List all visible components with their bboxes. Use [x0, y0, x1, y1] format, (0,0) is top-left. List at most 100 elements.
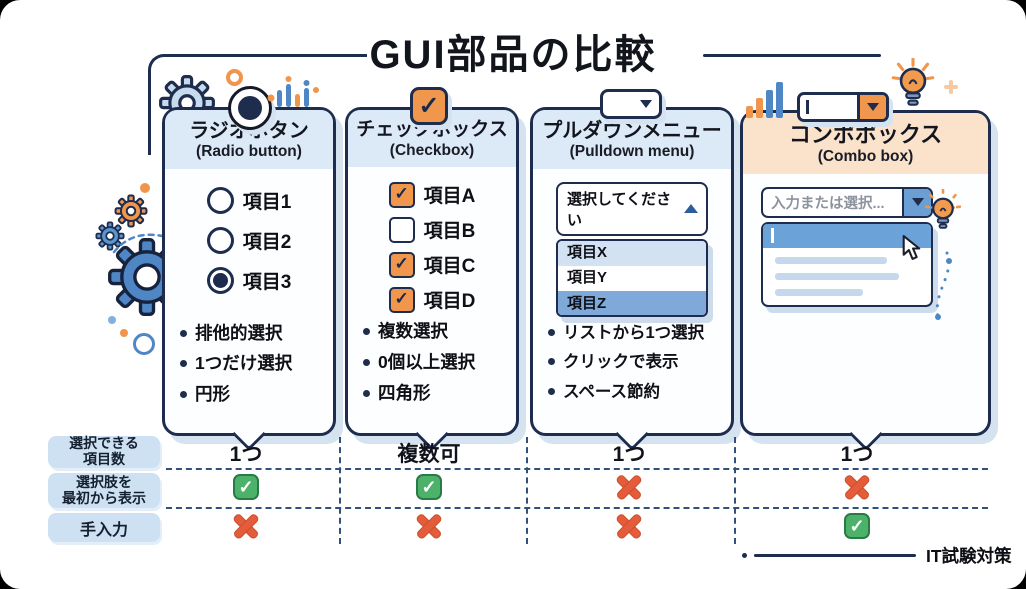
feature-list: リストから1つ選択 クリックで表示 スペース節約: [533, 317, 731, 403]
pulldown-widget: 選択してください 項目X 項目Y 項目Z 項目W: [533, 169, 731, 317]
table-cell: 1つ: [229, 443, 263, 466]
feature-list: 複数選択 0個以上選択 四角形: [348, 315, 516, 405]
list-item-skeleton[interactable]: [775, 288, 863, 296]
card-title-jp: チェックボックス: [356, 119, 508, 140]
feature-item: 0個以上選択: [363, 352, 508, 374]
table-cell: ✓: [176, 471, 316, 503]
card-title-jp: コンボボックス: [788, 122, 943, 147]
card-title-en: (Combo box): [817, 148, 914, 166]
checkbox-checked-icon[interactable]: [388, 286, 415, 313]
dashed-divider: [734, 437, 736, 544]
radio-option[interactable]: 項目2: [206, 226, 291, 254]
table-cell: [559, 510, 699, 542]
pulldown-option[interactable]: 項目Y: [567, 269, 608, 287]
row-label-selectable-count: 選択できる項目数: [48, 436, 160, 468]
table-cell: 複数可: [397, 443, 461, 466]
checkbox-option[interactable]: 項目A: [388, 181, 475, 208]
bullet-icon: [548, 328, 555, 336]
sparkle-icon: [944, 80, 958, 94]
radio-button-icon: [228, 86, 272, 130]
checkbox-option[interactable]: 項目B: [388, 216, 475, 243]
text-cursor-icon: [806, 100, 809, 114]
check-icon: ✓: [233, 474, 259, 500]
radio-icon[interactable]: [206, 226, 234, 254]
bullet-icon: [363, 328, 370, 336]
list-item-skeleton[interactable]: [775, 272, 899, 280]
ring-decoration: [133, 333, 155, 355]
table-cell: [359, 510, 499, 542]
card-title-en: (Checkbox): [389, 141, 475, 159]
table-cell: ✓: [359, 471, 499, 503]
cross-icon: [842, 472, 872, 502]
dotted-arc-decoration: [935, 251, 952, 320]
checkbox-unchecked-icon[interactable]: [388, 216, 415, 243]
bullet-icon: [180, 360, 187, 368]
feature-item: リストから1つ選択: [548, 323, 723, 344]
lightbulb-icon: [891, 58, 935, 106]
footer-credit: IT試験対策: [926, 546, 1012, 566]
pulldown-option[interactable]: 項目X: [558, 240, 706, 266]
radio-selected-icon[interactable]: [206, 266, 234, 294]
radio-option[interactable]: 項目1: [206, 186, 291, 214]
table-cell: [787, 471, 927, 503]
bullet-icon: [363, 359, 370, 367]
row-label-options-visible: 選択肢を最初から表示: [48, 473, 160, 508]
checkbox-checked-icon[interactable]: [388, 251, 415, 278]
combo-dropdown-button[interactable]: [902, 188, 931, 216]
feature-item: 1つだけ選択: [180, 353, 325, 375]
checkbox-checked-icon[interactable]: [388, 181, 415, 208]
lightbulb-icon: [924, 189, 962, 229]
bullet-icon: [548, 358, 555, 366]
gear-icon: [114, 194, 148, 228]
pulldown-icon: [600, 89, 662, 119]
card-header: コンボボックス (Combo box): [743, 113, 988, 174]
combo-placeholder: 入力または選択...: [771, 195, 885, 212]
checkbox-option[interactable]: 項目C: [388, 251, 475, 278]
bullet-icon: [180, 391, 187, 399]
list-item-skeleton[interactable]: [775, 256, 887, 264]
card-title-en: (Radio button): [196, 143, 302, 160]
gear-icon: [95, 221, 125, 251]
table-cell: [559, 471, 699, 503]
check-icon: ✓: [416, 474, 442, 500]
pulldown-option-list: 項目X 項目Y 項目Z 項目W: [556, 238, 708, 317]
feature-item: 複数選択: [363, 321, 508, 343]
table-cell: 1つ: [612, 443, 646, 466]
combo-widget: 入力または選択...: [743, 174, 988, 322]
dashed-divider: [166, 507, 988, 509]
title-bracket-left: [148, 54, 367, 155]
bullet-icon: [180, 329, 187, 337]
radio-option[interactable]: 項目3: [206, 266, 291, 294]
chevron-down-icon: [867, 103, 879, 111]
combo-input[interactable]: 入力または選択...: [761, 186, 933, 218]
radio-group: 項目1 項目2 項目3: [165, 169, 333, 317]
pulldown-select[interactable]: 選択してください: [556, 181, 708, 236]
cross-icon: [414, 511, 444, 541]
check-icon: ✓: [844, 513, 870, 539]
radio-icon[interactable]: [206, 186, 234, 214]
dot-decoration: [120, 329, 128, 337]
chevron-down-icon: [911, 198, 924, 207]
checkbox-option[interactable]: 項目D: [388, 286, 475, 313]
checkbox-group: 項目A 項目B 項目C 項目D: [348, 167, 516, 315]
cross-icon: [231, 511, 261, 541]
dashed-divider: [526, 437, 528, 544]
table-cell: [176, 510, 316, 542]
pulldown-option-selected[interactable]: 項目Z: [558, 291, 706, 315]
chevron-up-icon: [684, 204, 698, 214]
card-title-en: (Pulldown menu): [569, 143, 695, 160]
footer-line: [754, 554, 916, 557]
row-label-manual-input: 手入力: [48, 513, 160, 542]
feature-item: クリックで表示: [548, 352, 723, 373]
dot-decoration: [140, 183, 150, 193]
dashed-divider: [339, 437, 341, 544]
bullet-icon: [363, 390, 370, 398]
card-title-jp: プルダウンメニュー: [542, 120, 722, 142]
table-cell: ✓: [787, 510, 927, 542]
combo-box-icon: [797, 92, 889, 122]
page-title: GUI部品の比較: [369, 33, 657, 77]
mouse-cursor-icon: [902, 235, 921, 260]
card-pulldown-menu: プルダウンメニュー (Pulldown menu) 選択してください 項目X 項…: [530, 107, 734, 451]
cross-icon: [614, 511, 644, 541]
